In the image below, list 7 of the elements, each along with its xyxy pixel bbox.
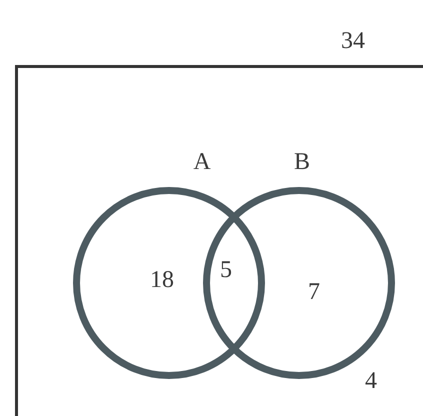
set-name: A <box>193 150 211 174</box>
set-count: 7 <box>308 280 320 304</box>
set-name: B <box>294 150 310 174</box>
total-count: 34 <box>341 29 365 53</box>
set-count: 18 <box>150 268 174 292</box>
intersection-count: 5 <box>220 258 232 282</box>
outside-count: 4 <box>365 369 377 393</box>
